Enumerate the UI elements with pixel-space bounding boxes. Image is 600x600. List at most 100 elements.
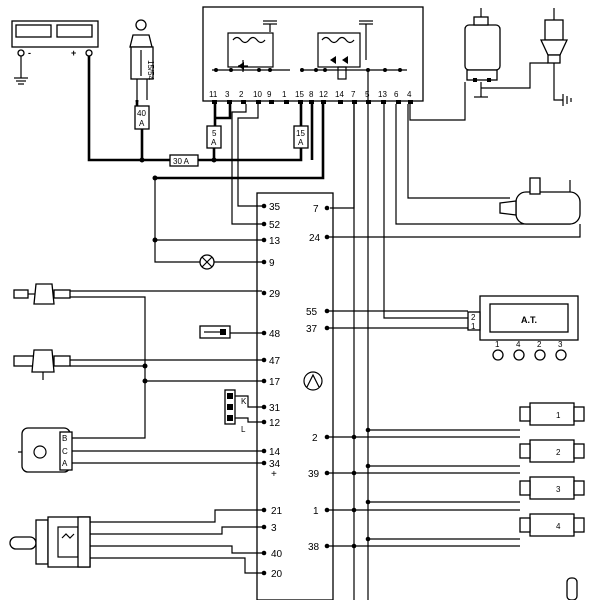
coolant-sensor [499, 177, 581, 225]
at-pin-1: 1 [495, 340, 500, 349]
relay-pin-14: 14 [335, 90, 344, 99]
relay-pin-6: 6 [394, 90, 399, 99]
ecu-pin-24: 24 [309, 233, 321, 244]
relay-connector-pads [212, 100, 413, 104]
at-pin-4: 4 [516, 340, 521, 349]
ignition-switch: 15/54 [129, 19, 155, 100]
ecu-pin-47: 47 [269, 356, 281, 367]
relay-pin-4: 4 [407, 90, 412, 99]
wire-pin13-at [383, 104, 478, 319]
relay-pin-15: 15 [295, 90, 304, 99]
ecu-pin-17: 17 [269, 377, 281, 388]
fuse-5-value: 5 [212, 129, 217, 138]
ecu-plus-sign: + [271, 469, 277, 480]
ecu-pin-1: 1 [313, 506, 319, 517]
battery: - + [11, 20, 99, 85]
ecu-pin-39: 39 [308, 469, 320, 480]
fuse-40-value: 40 [137, 109, 146, 118]
relay-feed-wire [155, 104, 325, 180]
ecu-pin-7: 7 [313, 204, 319, 215]
ecu-ground-icon [303, 371, 323, 391]
wire-pin21 [90, 509, 262, 523]
fuse-15-unit: A [298, 138, 304, 147]
ecu-pin-37: 37 [306, 324, 318, 335]
fuse-15-value: 15 [296, 129, 305, 138]
injector-1: 1 [519, 402, 585, 426]
fuse-30a: 30 A [169, 154, 199, 167]
map-pin-b: B [62, 434, 67, 443]
ecu-pin-31: 31 [269, 403, 281, 414]
ecu-pin-52: 52 [269, 220, 281, 231]
wire-pin24 [327, 224, 581, 238]
relay-pin-9: 9 [267, 90, 272, 99]
at-pin-2: 2 [537, 340, 542, 349]
diag-l-label: L [241, 425, 246, 434]
map-sensor: B C A [18, 427, 73, 473]
at-side-pin-a: 2 [471, 313, 476, 322]
ecu-left-pins: 35 52 13 9 29 48 47 17 31 12 14 34 + 21 … [261, 202, 283, 580]
fuse-15a: 15 A [293, 125, 309, 149]
wire-pin20 [90, 557, 262, 574]
wire-diag [235, 395, 262, 423]
ecu-pin-9: 9 [269, 258, 275, 269]
fuse-5a: 5 A [206, 125, 222, 149]
ecu-pin-34: 34 [269, 459, 281, 470]
relay-pin-13: 13 [378, 90, 387, 99]
map-pin-c: C [62, 447, 68, 456]
wire-pin52 [231, 104, 262, 225]
fuse-40a: 40 A [134, 105, 150, 130]
ecu-box [256, 192, 334, 600]
map-pin-a: A [62, 459, 68, 468]
battery-plus-label: + [71, 48, 76, 58]
injector-3: 3 [519, 476, 585, 500]
injector-4: 4 [519, 513, 585, 537]
injector-2: 2 [519, 439, 585, 463]
ecu-pin-55: 55 [306, 307, 318, 318]
injector-4-label: 4 [556, 522, 561, 531]
wire-at [327, 310, 468, 329]
pin4-pump-wire [409, 82, 466, 121]
ecu-pin-2: 2 [312, 433, 318, 444]
wire-pin35 [237, 104, 262, 207]
pump-to-valve-wire [481, 62, 548, 89]
oxygen-sensor-lower [13, 349, 71, 380]
auto-trans-unit: A.T. 2 1 1 4 2 3 [467, 295, 579, 361]
ecu-pin-21: 21 [271, 506, 283, 517]
at-pin-3: 3 [558, 340, 563, 349]
fuse-5-unit: A [211, 138, 217, 147]
ecu-pin-38: 38 [308, 542, 320, 553]
ecu-pin-20: 20 [271, 569, 283, 580]
at-label: A.T. [521, 315, 537, 325]
injector-1-label: 1 [556, 411, 561, 420]
relay-pin-2: 2 [239, 90, 244, 99]
ecu-pin-3: 3 [271, 523, 277, 534]
ecu-pin-29: 29 [269, 289, 281, 300]
relay-pin-12: 12 [319, 90, 328, 99]
ecu-pin-13: 13 [269, 236, 281, 247]
battery-minus-label: - [28, 48, 31, 58]
wire-pin9 [154, 178, 200, 263]
ecu-right-pins: 7 24 55 37 2 39 1 38 [306, 204, 330, 553]
ecu-pin-48: 48 [269, 329, 281, 340]
relay-pin-11: 11 [209, 90, 218, 99]
relay-pin-7: 7 [351, 90, 356, 99]
partial-component [566, 577, 578, 600]
indicator-lamp-icon [199, 254, 215, 270]
diagnostic-connector: K L [224, 389, 247, 434]
fuse-30-label: 30 A [173, 157, 190, 166]
ecu-pin-35: 35 [269, 202, 281, 213]
idle-motor [9, 516, 91, 568]
fuse-40-unit: A [139, 119, 145, 128]
injector-2-label: 2 [556, 448, 561, 457]
injector-3-label: 3 [556, 485, 561, 494]
relay-pin-1: 1 [282, 90, 287, 99]
wire-pin29 [70, 290, 262, 381]
oxygen-sensor-upper [13, 283, 71, 305]
ignition-label: 15/54 [146, 60, 155, 81]
wire-pin3 [90, 526, 262, 535]
wire-pin47 [70, 359, 262, 367]
wire-map [72, 450, 262, 464]
ecu-pin-40: 40 [271, 549, 283, 560]
diag-k-label: K [241, 397, 247, 406]
